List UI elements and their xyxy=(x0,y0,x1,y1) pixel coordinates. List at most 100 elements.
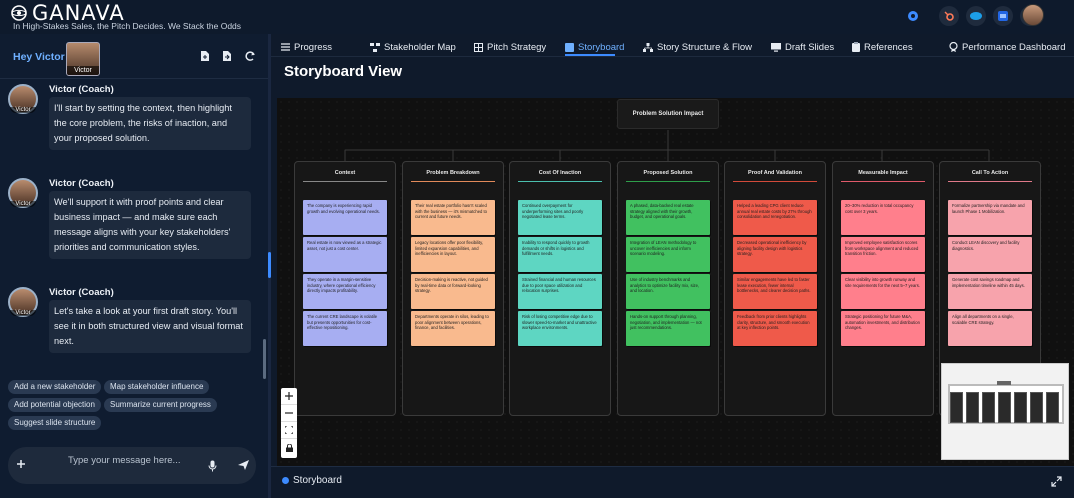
sticky-note[interactable]: Helped a leading CPG client reduce annua… xyxy=(733,200,817,235)
user-avatar-chip[interactable]: Victor xyxy=(66,42,100,76)
sticky-note[interactable]: The company is experiencing rapid growth… xyxy=(303,200,387,235)
sticky-note[interactable]: Decision-making is reactive, not guided … xyxy=(411,274,495,309)
coach-avatar: Victor xyxy=(8,178,38,208)
tab-stakeholder-map[interactable]: Stakeholder Map xyxy=(370,40,456,54)
tab-label: Storyboard xyxy=(578,41,625,53)
sticky-note[interactable]: Legacy locations offer poor flexibility,… xyxy=(411,237,495,272)
sticky-note[interactable]: Similar engagements have led to faster l… xyxy=(733,274,817,309)
sticky-note[interactable]: Their real estate portfolio hasn't scale… xyxy=(411,200,495,235)
sticky-note[interactable]: Continued overpayment for underperformin… xyxy=(518,200,602,235)
sticky-note[interactable]: They operate in a margin-sensitive indus… xyxy=(303,274,387,309)
microphone-icon[interactable] xyxy=(208,460,217,472)
tab-draft-slides[interactable]: Draft Slides xyxy=(771,40,834,54)
sticky-note[interactable]: Strategic positioning for future M&A, au… xyxy=(841,311,925,346)
refresh-icon[interactable] xyxy=(244,50,256,62)
chat-scrollbar[interactable] xyxy=(263,339,266,379)
avatar-label: Victor xyxy=(10,107,36,113)
brand-name: GANAVA xyxy=(32,1,125,25)
sticky-note[interactable]: 20–30% reduction in total occupancy cost… xyxy=(841,200,925,235)
message-bubble: I'll start by setting the context, then … xyxy=(49,97,251,150)
user-chip-label: Victor xyxy=(67,66,99,75)
chat-message: Victor Victor (Coach) We'll support it w… xyxy=(8,178,254,268)
sticky-note[interactable]: Departments operate in silos, leading to… xyxy=(411,311,495,346)
sticky-note[interactable]: Clear visibility into growth runway and … xyxy=(841,274,925,309)
lock-icon[interactable] xyxy=(281,439,297,456)
root-node[interactable]: Problem Solution Impact xyxy=(617,99,719,129)
sticky-note[interactable]: Risk of losing competitive edge due to s… xyxy=(518,311,602,346)
gear-icon[interactable] xyxy=(903,6,923,26)
hubspot-icon[interactable] xyxy=(939,6,959,26)
sticky-note[interactable]: Conduct LEAN discovery and facility diag… xyxy=(948,237,1032,272)
zoom-in-button[interactable] xyxy=(281,388,297,405)
tab-performance-dashboard[interactable]: Performance Dashboard xyxy=(949,40,1066,54)
minimap-node xyxy=(966,392,979,423)
tab-progress[interactable]: Progress xyxy=(281,40,332,54)
tab-label: Pitch Strategy xyxy=(487,41,547,53)
sticky-note[interactable]: Integration of LEAN methodology to uncov… xyxy=(626,237,710,272)
send-icon[interactable] xyxy=(237,459,250,471)
monitor-icon xyxy=(771,42,781,52)
sticky-note[interactable]: The current CRE landscape is volatile bu… xyxy=(303,311,387,346)
column-rule xyxy=(518,181,602,182)
message-input[interactable] xyxy=(68,452,208,468)
panel-divider xyxy=(0,78,268,79)
minimap-node xyxy=(950,392,963,423)
new-document-icon[interactable] xyxy=(200,50,210,62)
avatar-label: Victor xyxy=(10,310,36,316)
minimap-node xyxy=(998,392,1011,423)
tab-label: Stakeholder Map xyxy=(384,41,456,53)
column-title: Call To Action xyxy=(971,170,1009,176)
sticky-note[interactable]: Hands-on support through planning, negot… xyxy=(626,311,710,346)
plus-icon[interactable] xyxy=(15,458,27,470)
tab-label: Performance Dashboard xyxy=(962,41,1066,53)
suggestion-chip[interactable]: Suggest slide structure xyxy=(8,416,102,430)
column-title: Problem Breakdown xyxy=(426,170,480,176)
sticky-note[interactable]: Real estate is now viewed as a strategic… xyxy=(303,237,387,272)
main-tabs: Progress Stakeholder Map Pitch Strategy … xyxy=(271,34,1074,57)
tab-storyboard[interactable]: Storyboard xyxy=(565,40,624,54)
minimap[interactable] xyxy=(941,363,1069,460)
coach-avatar: Victor xyxy=(8,84,38,114)
column-rule xyxy=(626,181,710,182)
salesforce-icon[interactable] xyxy=(966,6,986,26)
zoom-out-button[interactable] xyxy=(281,405,297,422)
sticky-note[interactable]: Decreased operational inefficiency by al… xyxy=(733,237,817,272)
sticky-note[interactable]: Align all departments on a single, scala… xyxy=(948,311,1032,346)
sticky-note[interactable]: Formalize partnership via mandate and la… xyxy=(948,200,1032,235)
clipboard-icon xyxy=(852,42,860,52)
suggestion-chip[interactable]: Add a new stakeholder xyxy=(8,380,102,394)
minimap-node xyxy=(1030,392,1043,423)
export-document-icon[interactable] xyxy=(221,50,233,62)
sticky-note[interactable]: Feedback from prior clients highlights c… xyxy=(733,311,817,346)
profile-avatar[interactable] xyxy=(1022,4,1044,26)
tab-pitch-strategy[interactable]: Pitch Strategy xyxy=(474,40,546,54)
sticky-note[interactable]: Strained financial and human resources d… xyxy=(518,274,602,309)
chat-panel: Hey Victor Victor Victor Victor (Coach) … xyxy=(0,34,268,498)
sticky-note[interactable]: Inability to respond quickly to growth d… xyxy=(518,237,602,272)
zoom-controls xyxy=(281,388,297,458)
suggestion-chip[interactable]: Summarize current progress xyxy=(104,398,217,412)
storyboard-status[interactable]: Storyboard xyxy=(282,475,342,486)
column-rule xyxy=(303,181,387,182)
suggestion-chip[interactable]: Add potential objection xyxy=(8,398,101,412)
tab-references[interactable]: References xyxy=(852,40,913,54)
sticky-note[interactable]: Use of industry benchmarks and analytics… xyxy=(626,274,710,309)
tab-story-structure-flow[interactable]: Story Structure & Flow xyxy=(643,40,752,54)
column-rule xyxy=(411,181,495,182)
expand-icon[interactable] xyxy=(1051,476,1062,487)
sticky-note[interactable]: A phased, data-backed real estate strate… xyxy=(626,200,710,235)
dynamics-icon[interactable] xyxy=(993,6,1013,26)
sticky-note[interactable]: Improved employee satisfaction scores fr… xyxy=(841,237,925,272)
suggestion-chip[interactable]: Map stakeholder influence xyxy=(104,380,210,394)
brand[interactable]: GANAVA xyxy=(10,1,125,25)
sticky-note[interactable]: Generate cost savings roadmap and implem… xyxy=(948,274,1032,309)
resize-handle[interactable] xyxy=(268,252,271,278)
brand-logo-icon xyxy=(10,4,28,22)
fit-view-button[interactable] xyxy=(281,422,297,439)
